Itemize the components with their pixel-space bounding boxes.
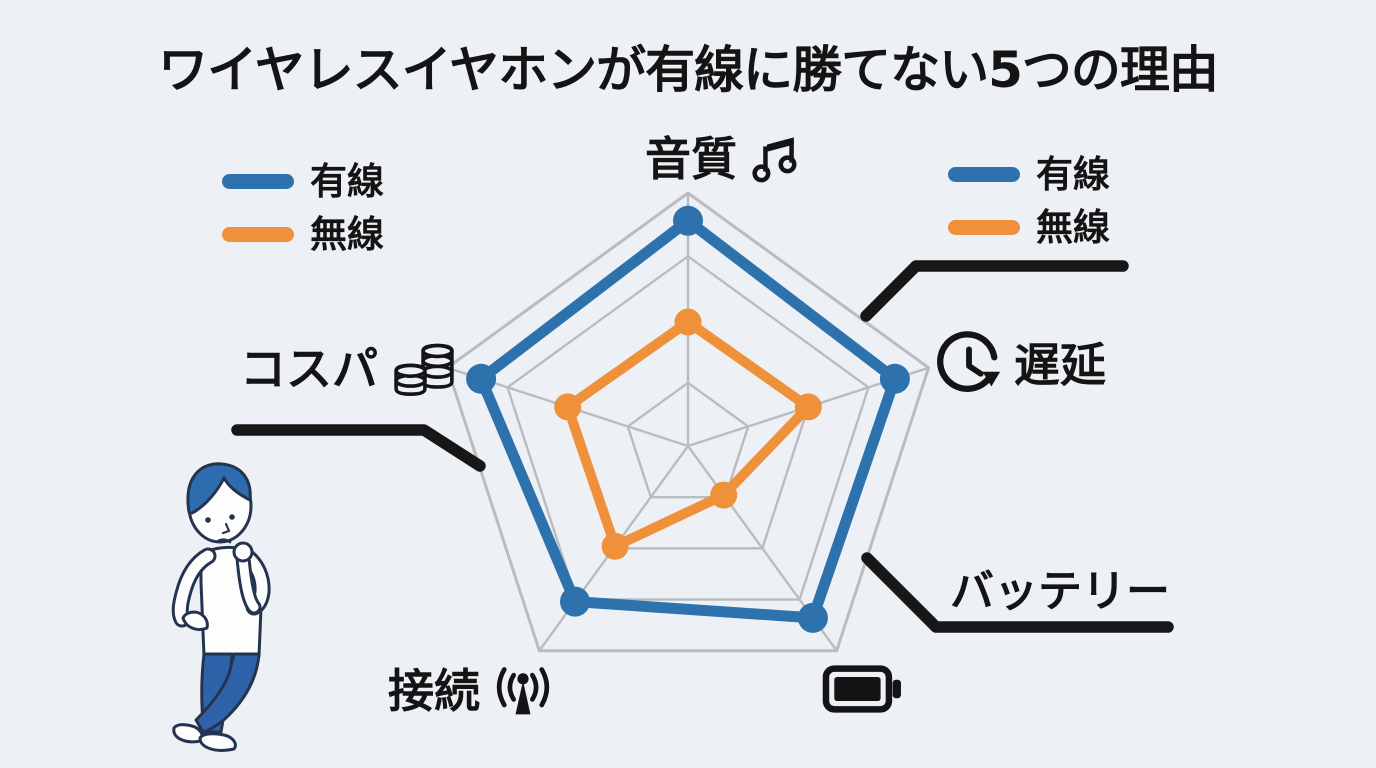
axis-text-sound-quality: 音質 <box>645 132 737 186</box>
radar-point-wireless <box>674 308 702 336</box>
axis-label-connection: 接続 <box>388 662 556 720</box>
axis-label-latency: 遅延 <box>934 330 1106 400</box>
axis-label-sound-quality: 音質 <box>645 130 801 188</box>
radar-point-wireless <box>601 532 629 560</box>
radar-series-wireless <box>562 317 814 552</box>
legend-label-wireless: 無線 <box>310 213 384 256</box>
clock-arrow-icon <box>934 330 1004 400</box>
callout-line-battery <box>861 552 1174 633</box>
axis-text-latency: 遅延 <box>1014 338 1106 392</box>
radar-point-wired <box>560 586 590 617</box>
legend-item-wireless: 無線 <box>948 209 1110 246</box>
radar-point-wireless <box>794 393 822 421</box>
callout-line-latency <box>860 260 1129 322</box>
radar-point-wired <box>879 363 910 394</box>
radar-grid-ring <box>445 191 931 653</box>
radar-point-wireless <box>554 393 582 421</box>
radar-point-wireless <box>710 481 738 509</box>
legend-right: 有線 無線 <box>948 156 1110 246</box>
wired-color-swatch <box>222 174 294 189</box>
wireless-color-swatch <box>948 220 1020 235</box>
page-title: ワイヤレスイヤホンが有線に勝てない5つの理由 <box>158 41 1219 99</box>
music-notes-icon <box>747 130 801 188</box>
axis-label-cost-performance: コスパ <box>240 338 460 400</box>
thinking-person-illustration <box>150 440 310 755</box>
callout-line-cost-performance <box>231 424 486 472</box>
radar-point-wired <box>673 205 703 236</box>
radar-grid-ring <box>506 254 870 601</box>
radar-point-wired <box>466 363 497 394</box>
legend-item-wired: 有線 <box>948 156 1110 193</box>
axis-text-cost-performance: コスパ <box>240 342 378 396</box>
axis-text-battery: バッテリー <box>950 566 1170 617</box>
axis-label-battery: バッテリー <box>950 570 1170 614</box>
axis-text-connection: 接続 <box>388 664 480 718</box>
signal-antenna-icon <box>490 662 556 720</box>
radar-series-wired <box>475 215 901 624</box>
coin-stacks-icon <box>388 338 460 400</box>
legend-left: 有線 無線 <box>222 163 384 253</box>
legend-label-wireless: 無線 <box>1036 206 1110 249</box>
wireless-color-swatch <box>222 227 294 242</box>
legend-item-wired: 有線 <box>222 163 384 200</box>
wired-color-swatch <box>948 167 1020 182</box>
radar-point-wired <box>797 602 828 633</box>
radar-grid-ring <box>626 381 750 499</box>
legend-item-wireless: 無線 <box>222 216 384 253</box>
legend-label-wired: 有線 <box>310 160 384 203</box>
battery-icon <box>822 664 904 714</box>
legend-label-wired: 有線 <box>1036 153 1110 196</box>
